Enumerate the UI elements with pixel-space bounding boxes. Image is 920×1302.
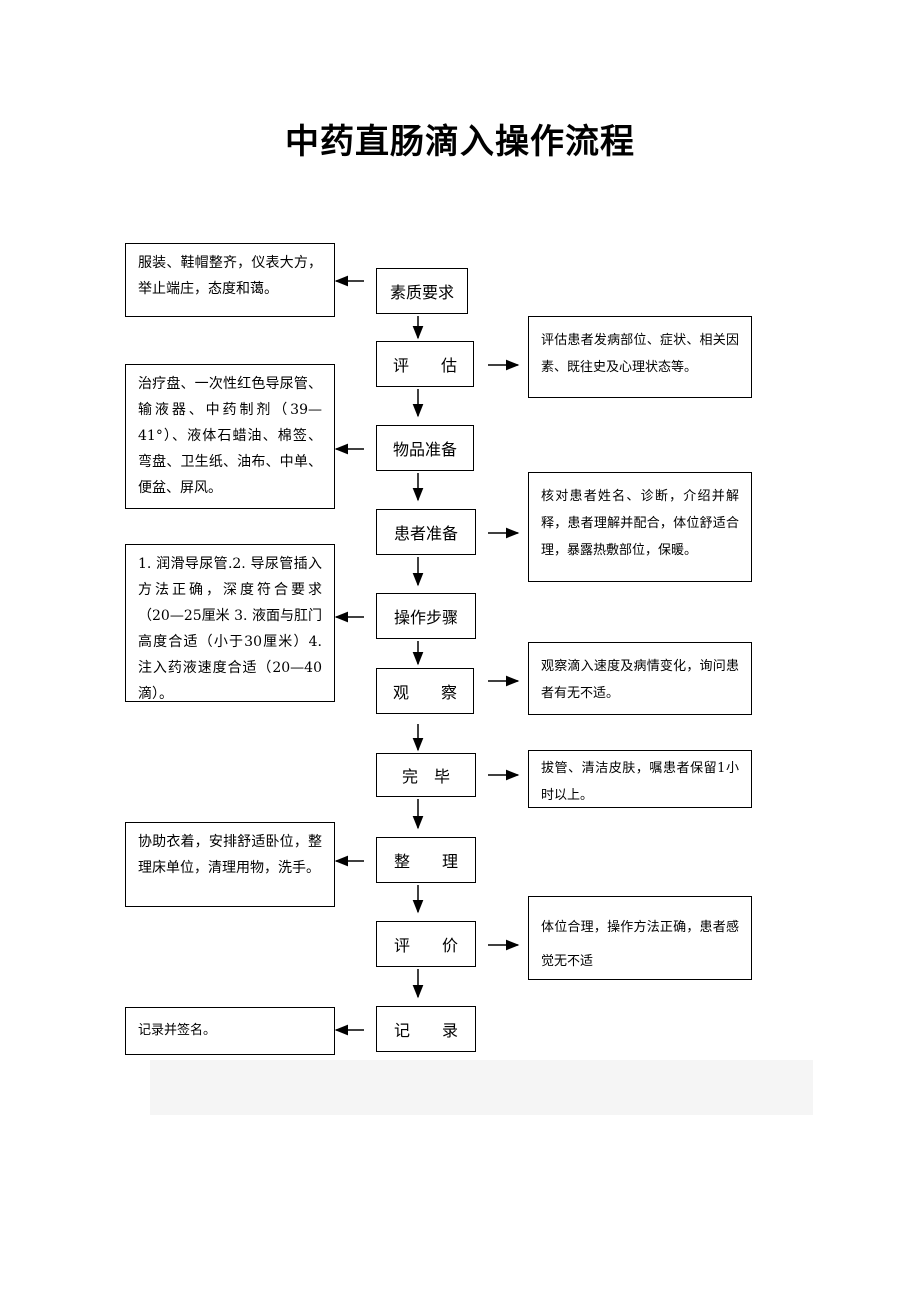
right-note-completion: 拔管、清洁皮肤，嘱患者保留1小时以上。 <box>528 750 752 808</box>
step-label: 整 理 <box>393 852 458 871</box>
left-note-supplies: 治疗盘、一次性红色导尿管、输液器、中药制剂（39—41°）、液体石蜡油、棉签、弯… <box>125 364 335 509</box>
step-label: 记 录 <box>393 1021 458 1040</box>
step-quality-requirements: 素质要求 <box>376 268 468 314</box>
step-record: 记 录 <box>376 1006 476 1052</box>
page-title: 中药直肠滴入操作流程 <box>285 122 635 162</box>
left-note-quality: 服装、鞋帽整齐，仪表大方，举止端庄，态度和蔼。 <box>125 243 335 317</box>
left-note-record: 记录并签名。 <box>125 1007 335 1055</box>
right-note-patient: 核对患者姓名、诊断，介绍并解释，患者理解并配合，体位舒适合理，暴露热敷部位，保暖… <box>528 472 752 582</box>
step-patient-preparation: 患者准备 <box>376 509 476 555</box>
step-label: 素质要求 <box>389 283 454 302</box>
step-observation: 观 察 <box>376 668 474 714</box>
left-note-operation: 1. 润滑导尿管.2. 导尿管插入方法正确，深度符合要求（20—25厘米 3. … <box>125 544 335 702</box>
step-supplies-preparation: 物品准备 <box>376 425 474 471</box>
step-label: 操作步骤 <box>393 608 458 627</box>
right-note-assessment: 评估患者发病部位、症状、相关因素、既往史及心理状态等。 <box>528 316 752 398</box>
left-note-tidying: 协助衣着，安排舒适卧位，整理床单位，清理用物，洗手。 <box>125 822 335 907</box>
step-operation-procedure: 操作步骤 <box>376 593 476 639</box>
step-tidying: 整 理 <box>376 837 476 883</box>
step-label: 物品准备 <box>392 440 457 459</box>
step-assessment: 评 估 <box>376 341 474 387</box>
step-label: 观 察 <box>392 683 457 702</box>
footer-shaded-area <box>150 1060 813 1115</box>
step-label: 评 价 <box>393 936 458 955</box>
step-label: 评 估 <box>392 356 457 375</box>
step-evaluation: 评 价 <box>376 921 476 967</box>
step-completion: 完 毕 <box>376 753 476 797</box>
right-note-evaluation: 体位合理，操作方法正确，患者感觉无不适 <box>528 896 752 980</box>
step-label: 完 毕 <box>401 767 450 786</box>
step-label: 患者准备 <box>393 524 458 543</box>
right-note-observation: 观察滴入速度及病情变化，询问患者有无不适。 <box>528 642 752 715</box>
